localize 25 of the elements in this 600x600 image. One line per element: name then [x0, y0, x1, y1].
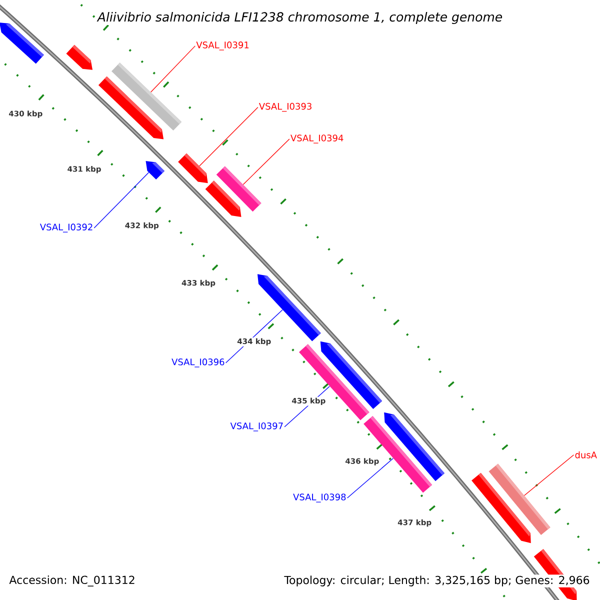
gene-label: VSAL_I0394 — [290, 134, 344, 144]
gene-feature — [472, 472, 531, 544]
leader-line — [94, 172, 150, 228]
leader-line — [242, 138, 290, 185]
title: Aliivibrio salmonicida LFI1238 chromosome 1, complete genome — [96, 10, 504, 26]
gene-feature — [384, 412, 445, 482]
gene-label: VSAL_I0398 — [293, 494, 346, 502]
leader-line — [346, 458, 394, 498]
gene-label: VSAL_I0396 — [172, 358, 224, 368]
gene-feature — [0, 22, 44, 64]
leader-line — [524, 454, 574, 496]
gene-label: VSAL_I0391 — [196, 42, 249, 50]
gene-label: VSAL_I0397 — [230, 422, 283, 432]
gene-feature — [66, 44, 93, 70]
gene-feature — [98, 76, 164, 140]
gene-feature — [146, 160, 164, 180]
footer-text: Topology: circular; Length: 3,325,165 bp; Genes: 2,966 — [283, 574, 591, 588]
footer-text: Accession: NC_011312 — [8, 574, 136, 588]
gene-label: VSAL_I0392 — [40, 224, 92, 232]
leader-line — [199, 106, 258, 166]
gene-label: dusA — [575, 451, 597, 458]
gene-feature — [178, 153, 208, 184]
gene-feature — [205, 180, 242, 217]
gene-label: VSAL_I0393 — [258, 102, 312, 112]
leader-line — [150, 46, 196, 92]
